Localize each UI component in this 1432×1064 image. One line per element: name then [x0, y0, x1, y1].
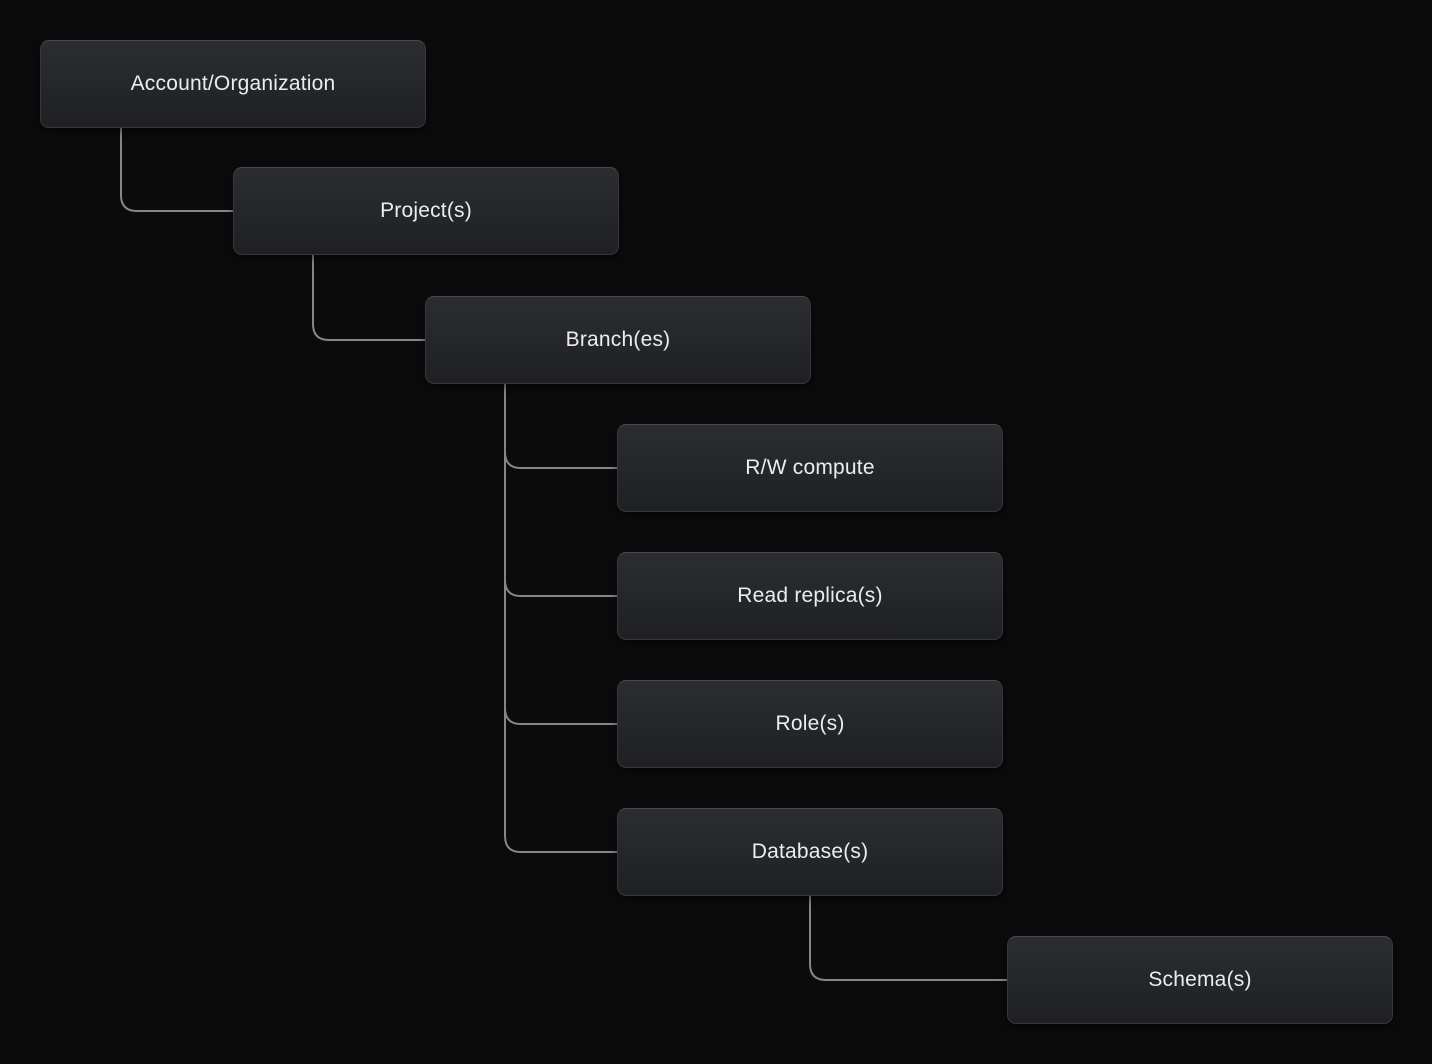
connector-databases-to-schemas [809, 896, 1007, 981]
node-branches: Branch(es) [425, 296, 811, 384]
node-rw-compute: R/W compute [617, 424, 1003, 512]
node-projects-label: Project(s) [380, 199, 472, 222]
node-schemas-label: Schema(s) [1148, 968, 1252, 991]
node-account-organization: Account/Organization [40, 40, 426, 128]
connector-branches-to-databases [504, 384, 617, 853]
connector-branches-to-roles [504, 384, 617, 725]
node-roles: Role(s) [617, 680, 1003, 768]
connector-account-to-projects [120, 128, 233, 212]
node-roles-label: Role(s) [775, 712, 845, 735]
node-schemas: Schema(s) [1007, 936, 1393, 1024]
node-read-replicas-label: Read replica(s) [737, 584, 883, 607]
node-projects: Project(s) [233, 167, 619, 255]
node-branches-label: Branch(es) [565, 328, 671, 351]
connector-branches-to-rw-compute [504, 384, 617, 469]
node-read-replicas: Read replica(s) [617, 552, 1003, 640]
node-databases: Database(s) [617, 808, 1003, 896]
node-databases-label: Database(s) [751, 840, 869, 863]
connector-projects-to-branches [312, 255, 425, 341]
connector-branches-to-read-replicas [504, 384, 617, 597]
node-account-organization-label: Account/Organization [130, 72, 336, 95]
node-rw-compute-label: R/W compute [745, 456, 875, 479]
